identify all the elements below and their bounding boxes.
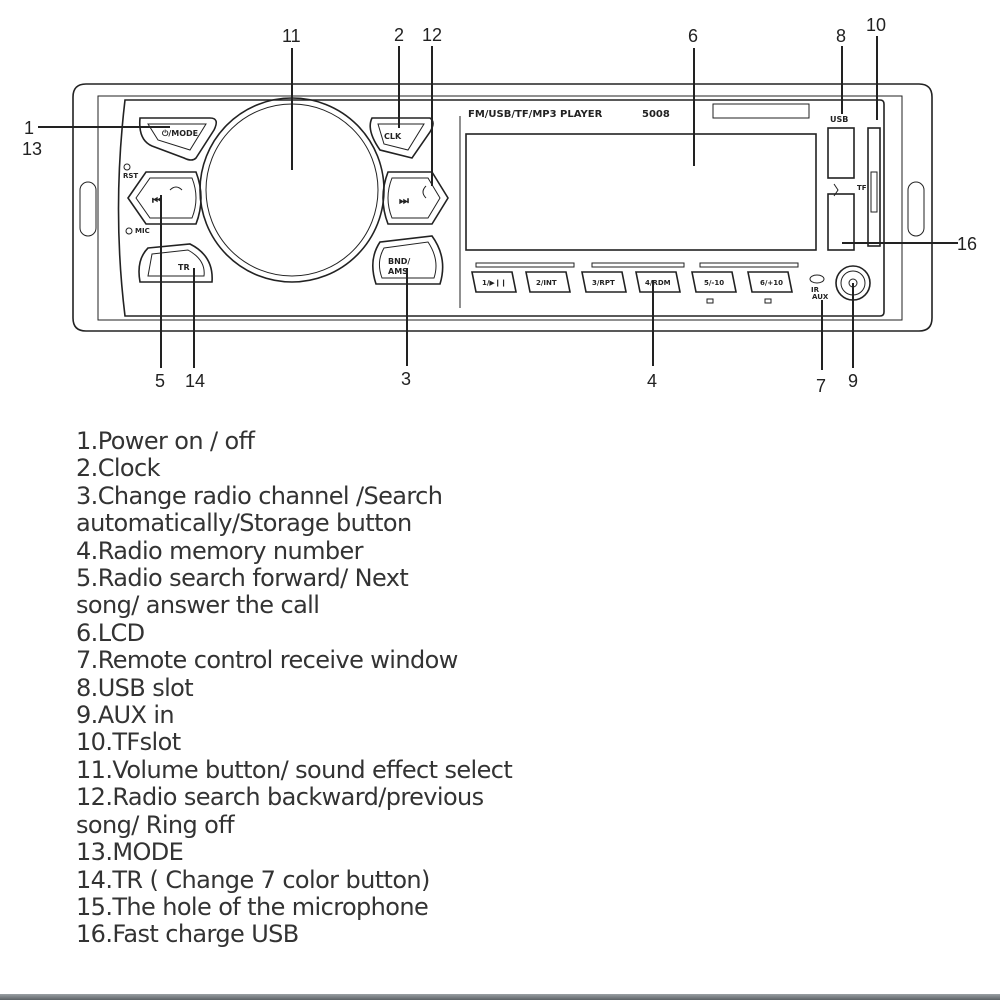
callout-4: 4 (647, 371, 657, 391)
legend-item: 15.The hole of the microphone (76, 892, 429, 921)
phone-hangup-icon (169, 186, 183, 191)
legend-item: 4.Radio memory number (76, 536, 364, 565)
tf-slot[interactable] (867, 127, 881, 247)
aux-label: AUX (812, 293, 829, 301)
bottom-bar (0, 994, 1000, 1000)
preset-5-button[interactable]: 5/-10 (691, 271, 737, 293)
legend-item: 9.AUX in (76, 701, 175, 730)
preset-2-button[interactable]: 2/INT (525, 271, 571, 293)
callout-13: 13 (22, 139, 42, 159)
callout-10: 10 (866, 15, 886, 35)
car-stereo-diagram: ⏻/MODE RST ⏮ MIC TR CLK ⏭ BND/ AMS FM/U (0, 0, 1000, 410)
left-mount-slot (79, 181, 97, 237)
reset-hole[interactable] (123, 163, 131, 171)
legend-item: 11.Volume button/ sound effect select (76, 755, 513, 784)
mic-label: MIC (135, 227, 150, 235)
prev-icon: ⏮ (152, 194, 162, 207)
folder-down-icon (706, 298, 714, 304)
preset-bar-3 (699, 262, 799, 268)
clk-button-label: CLK (384, 132, 402, 141)
outer-frame (72, 83, 933, 332)
faceplate (117, 99, 885, 317)
ir-label: IR (811, 286, 820, 294)
callout-2: 2 (394, 25, 404, 45)
preset-2-label: 2/INT (536, 279, 557, 287)
right-mount-slot (907, 181, 925, 237)
legend-item: automatically/Storage button (76, 509, 412, 538)
phone-answer-icon (422, 185, 427, 199)
tf-label: TF (857, 184, 867, 192)
preset-3-label: 3/RPT (592, 279, 615, 287)
ir-window-top (712, 103, 810, 119)
callout-5: 5 (155, 371, 165, 391)
tr-button-label: TR (178, 263, 190, 272)
legend-item: song/ answer the call (76, 591, 320, 620)
preset-4-button[interactable]: 4/RDM (635, 271, 681, 293)
legend-item: 14.TR ( Change 7 color button) (76, 865, 430, 894)
legend-item: 10.TFslot (76, 728, 181, 757)
ams-label: AMS (388, 267, 408, 276)
next-button[interactable]: ⏭ (382, 171, 449, 225)
preset-5-label: 5/-10 (704, 279, 724, 287)
lcd-display (465, 133, 817, 251)
preset-6-label: 6/+10 (760, 279, 783, 287)
prev-button[interactable]: ⏮ (127, 171, 202, 225)
inner-frame (97, 95, 903, 321)
legend-item: 13.MODE (76, 838, 184, 867)
callout-9: 9 (848, 371, 858, 391)
callout-1: 1 (24, 118, 34, 138)
next-icon: ⏭ (399, 194, 409, 207)
callout-6: 6 (688, 26, 698, 46)
rst-label: RST (123, 172, 138, 180)
callout-7: 7 (816, 376, 826, 396)
preset-bar-1 (475, 262, 575, 268)
usb-slot[interactable] (827, 127, 855, 179)
preset-4-label: 4/RDM (645, 279, 671, 287)
legend-item: 7.Remote control receive window (76, 646, 458, 675)
legend-item: 1.Power on / off (76, 427, 255, 455)
mic-hole (125, 227, 133, 235)
legend-list: 1.Power on / off 2.Clock 3.Change radio … (76, 427, 696, 949)
preset-1-label: 1/▶❙❙ (482, 279, 507, 287)
mode-button[interactable]: ⏻/MODE (138, 117, 218, 161)
legend-item: 5.Radio search forward/ Next (76, 564, 409, 593)
usb-label: USB (830, 115, 848, 124)
preset-1-button[interactable]: 1/▶❙❙ (471, 271, 517, 293)
preset-3-button[interactable]: 3/RPT (581, 271, 627, 293)
clk-button[interactable]: CLK (369, 117, 434, 159)
legend-item: song/ Ring off (76, 810, 235, 839)
callout-14: 14 (185, 371, 205, 391)
legend-item: 2.Clock (76, 454, 161, 483)
legend-item: 8.USB slot (76, 673, 194, 702)
brand-text: FM/USB/TF/MP3 PLAYER (468, 109, 603, 120)
tr-button[interactable]: TR (138, 243, 213, 283)
legend-item: 3.Change radio channel /Search (76, 481, 443, 510)
callout-8: 8 (836, 26, 846, 46)
model-text: 5008 (642, 109, 670, 120)
legend-item: 12.Radio search backward/previous (76, 783, 484, 812)
ir-sensor (809, 274, 825, 284)
preset-bar-2 (591, 262, 685, 268)
tf-slot-inner (870, 171, 878, 213)
callout-11: 11 (282, 26, 301, 46)
callout-16: 16 (957, 234, 977, 254)
bnd-label: BND/ (388, 257, 410, 266)
callout-3: 3 (401, 369, 411, 389)
bnd-ams-button[interactable]: BND/ AMS (372, 235, 444, 285)
legend-item: 6.LCD (76, 618, 145, 647)
mode-button-label: ⏻/MODE (162, 129, 198, 138)
legend-item: 16.Fast charge USB (76, 920, 299, 949)
fast-charge-usb-slot[interactable] (827, 193, 855, 251)
preset-6-button[interactable]: 6/+10 (747, 271, 793, 293)
callout-12: 12 (422, 25, 442, 45)
folder-up-icon (764, 298, 772, 304)
